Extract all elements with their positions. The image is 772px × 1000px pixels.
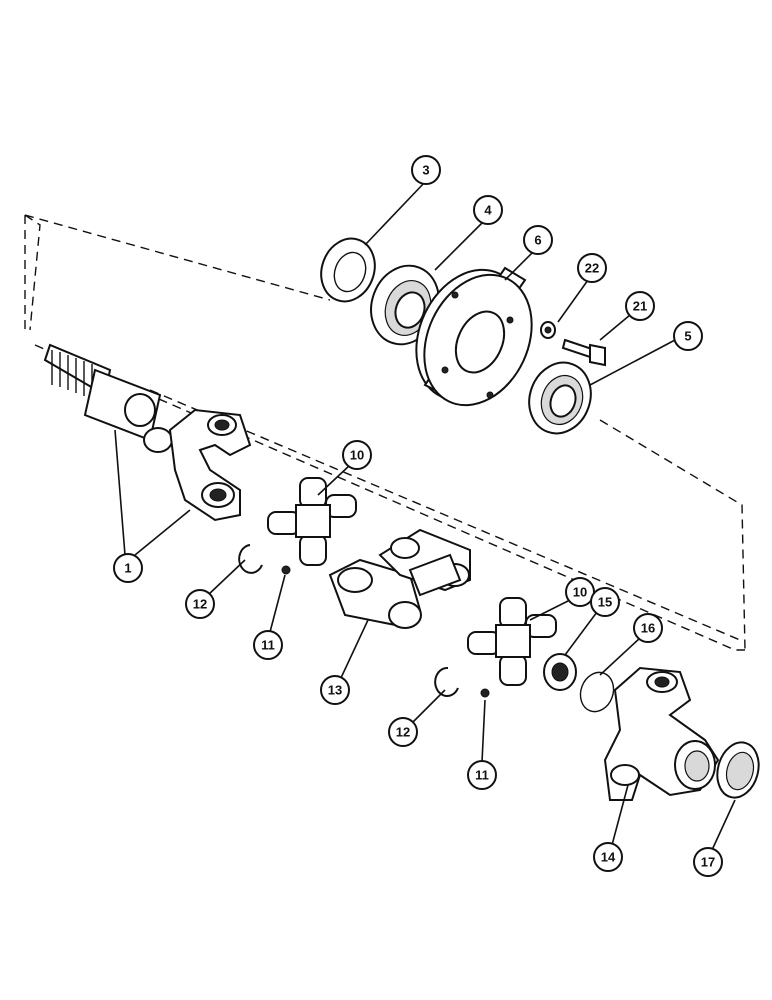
assembly-boundary — [24, 214, 746, 651]
leader-lines — [114, 181, 736, 851]
callout-label: 12 — [193, 597, 207, 612]
callout-label: 16 — [641, 621, 655, 636]
part-5-seal — [528, 361, 592, 435]
part-10-cross-lower — [467, 597, 557, 686]
callout-17: 17 — [693, 847, 723, 877]
callout-12-upper: 12 — [185, 589, 215, 619]
callout-11-lower: 11 — [467, 760, 497, 790]
callout-6: 6 — [523, 225, 553, 255]
callout-label: 15 — [598, 595, 612, 610]
part-14-end-yoke — [603, 666, 720, 801]
callout-5: 5 — [673, 321, 703, 351]
callout-label: 5 — [684, 329, 691, 344]
part-15-bearing-cup — [543, 653, 577, 691]
part-13-center-yoke — [328, 528, 471, 629]
part-16-snap-ring — [579, 671, 615, 713]
leader-11a — [269, 574, 286, 633]
callout-label: 10 — [350, 448, 364, 463]
part-12-snap-ring-lower — [434, 666, 459, 697]
callout-label: 1 — [124, 561, 131, 576]
callout-14: 14 — [593, 842, 623, 872]
leader-5 — [589, 339, 676, 386]
leader-12b — [409, 689, 446, 726]
leader-15 — [564, 611, 598, 656]
part-17-seal-ring — [716, 741, 760, 799]
callout-1: 1 — [113, 553, 143, 583]
leader-17 — [711, 799, 736, 851]
callout-label: 4 — [484, 203, 492, 218]
leader-13 — [339, 619, 369, 681]
callout-label: 13 — [328, 683, 342, 698]
leader-10a — [317, 464, 351, 496]
leader-11b — [481, 699, 486, 763]
leader-16 — [599, 637, 641, 676]
callout-15: 15 — [590, 587, 620, 617]
leader-12a — [207, 559, 246, 596]
callout-label: 12 — [396, 725, 410, 740]
callout-21: 21 — [625, 291, 655, 321]
callout-label: 17 — [701, 855, 715, 870]
leader-6 — [504, 249, 536, 281]
callout-11-upper: 11 — [253, 630, 283, 660]
callout-label: 22 — [585, 261, 599, 276]
leader-14 — [611, 784, 629, 846]
callout-label: 10 — [573, 585, 587, 600]
leader-22 — [557, 279, 589, 323]
callout-label: 3 — [422, 163, 429, 178]
part-1-shaft-yoke — [43, 343, 252, 522]
part-3-ring — [320, 237, 376, 303]
leader-1b — [134, 509, 191, 556]
part-11-fitting-lower — [480, 688, 490, 698]
callout-label: 11 — [475, 768, 489, 783]
part-11-fitting-upper — [281, 565, 291, 575]
callout-10-lower: 10 — [565, 577, 595, 607]
callout-label: 6 — [534, 233, 541, 248]
leader-3 — [364, 181, 426, 246]
part-21-bolt — [561, 338, 606, 367]
callout-3: 3 — [411, 155, 441, 185]
callout-12-lower: 12 — [388, 717, 418, 747]
leader-1a — [114, 429, 126, 556]
callout-22: 22 — [577, 253, 607, 283]
callout-label: 21 — [633, 299, 647, 314]
leader-21 — [599, 314, 631, 341]
part-10-cross-upper — [267, 477, 357, 566]
assembly-boundary-inner — [149, 389, 741, 641]
callout-4: 4 — [473, 195, 503, 225]
leader-10b — [529, 599, 571, 621]
part-12-snap-ring-upper — [238, 544, 263, 574]
callout-13: 13 — [320, 675, 350, 705]
callout-label: 11 — [261, 638, 275, 653]
callout-label: 14 — [601, 850, 616, 865]
callout-16: 16 — [633, 613, 663, 643]
part-22-washer — [540, 321, 556, 339]
leader-4 — [434, 219, 486, 271]
part-6-flange — [415, 266, 533, 407]
callout-10-upper: 10 — [342, 440, 372, 470]
